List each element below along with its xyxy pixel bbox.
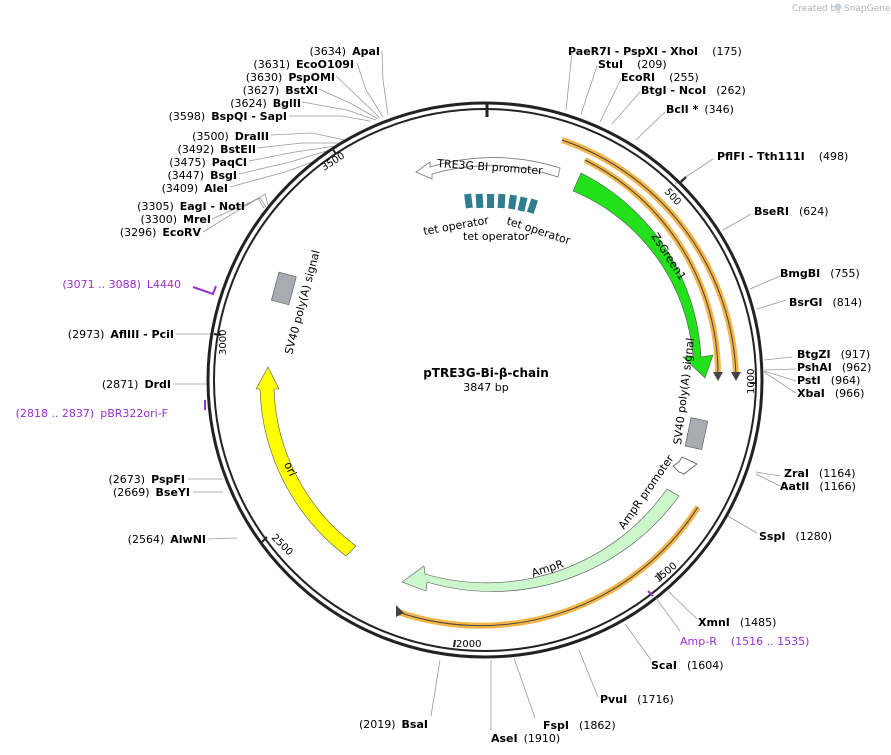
site-label: (3409)AleI xyxy=(162,182,228,195)
site-label: PshAI(962) xyxy=(797,361,871,374)
site-label: FspI(1862) xyxy=(543,719,616,732)
site-label: (2973)AflIII - PciI xyxy=(68,328,174,341)
tet-operators xyxy=(464,193,538,214)
site-label: (3500)DraIII xyxy=(192,130,269,143)
site-label: (3624)BglII xyxy=(230,97,301,110)
site-label: BtgZI(917) xyxy=(797,348,870,361)
site-label: (3475)PaqCI xyxy=(169,156,247,169)
backbone-outer xyxy=(206,101,764,659)
primer-marks xyxy=(192,285,654,597)
site-label: BsrGI(814) xyxy=(789,296,862,309)
site-label: XmnI(1485) xyxy=(698,616,776,629)
tick-label: 2500 xyxy=(269,532,295,558)
tre-promoter-arrow xyxy=(415,157,561,180)
site-label: XbaI(966) xyxy=(797,387,864,400)
site-label: ScaI(1604) xyxy=(651,659,724,672)
site-label: SspI(1280) xyxy=(759,530,832,543)
primer-labels: (3071 .. 3088)L4440 (2818 .. 2837)pBR322… xyxy=(16,278,810,648)
site-labels-right: AseI(1910) FspI(1862) PvuI(1716) ScaI(16… xyxy=(491,45,871,745)
tet-operator-label-3: tet operator xyxy=(463,230,530,243)
ampr-arrow xyxy=(401,488,680,592)
site-label: BseRI(624) xyxy=(754,205,829,218)
site-labels-left: (3634)ApaI (3631)EcoO109I (3630)PspOMI (… xyxy=(68,45,428,731)
primer-label: (3071 .. 3088)L4440 xyxy=(62,278,181,291)
site-label: AseI(1910) xyxy=(491,732,560,745)
site-label: (3598)BspQI - SapI xyxy=(169,110,287,123)
site-label: AatII(1166) xyxy=(780,480,856,493)
site-label: BclI *(346) xyxy=(666,103,734,116)
polya-right-box xyxy=(684,417,709,450)
site-label: PvuI(1716) xyxy=(600,693,674,706)
site-label: (2673)PspFI xyxy=(109,473,185,486)
site-label: StuI(209) xyxy=(598,58,667,71)
orf-arrows xyxy=(396,137,741,629)
plasmid-name: pTRE3G-Bi-β-chain xyxy=(423,366,549,380)
snapgene-logo-icon xyxy=(834,3,842,11)
orf-arrow-outer xyxy=(561,137,739,377)
primer-label: (2818 .. 2837)pBR322ori-F xyxy=(16,407,168,420)
site-label: (3631)EcoO109I xyxy=(253,58,354,71)
ori-arrow xyxy=(255,366,357,557)
site-label: EcoRI(255) xyxy=(621,71,699,84)
tick-marks xyxy=(213,147,757,648)
site-label: (3296)EcoRV xyxy=(120,226,202,239)
backbone-inner xyxy=(213,108,757,652)
primer-label: Amp-R(1516 .. 1535) xyxy=(680,635,809,648)
site-label: (3305)EagI - NotI xyxy=(137,200,245,213)
credit-brand: SnapGene xyxy=(844,4,891,14)
credit-prefix: Created by xyxy=(792,4,842,14)
tick-label: 1000 xyxy=(746,369,757,394)
site-label: ZraI(1164) xyxy=(784,467,856,480)
site-leaders xyxy=(173,50,797,730)
site-label: PaeR7I - PspXI - XhoI(175) xyxy=(568,45,742,58)
zsgreen-arrow xyxy=(572,172,714,379)
site-label: (3447)BsgI xyxy=(168,169,237,182)
site-label: (3492)BstEII xyxy=(178,143,256,156)
tick-label: 3000 xyxy=(218,330,229,355)
ori-label: ori xyxy=(281,460,299,478)
site-label: BtgI - NcoI(262) xyxy=(641,84,746,97)
site-label: PflFI - Tth111I(498) xyxy=(717,150,848,163)
ampr-primer-mark xyxy=(647,590,654,597)
plasmid-size: 3847 bp xyxy=(463,381,508,394)
site-label: (3627)BstXI xyxy=(243,84,318,97)
polya-left-box xyxy=(271,271,297,306)
site-label: (2019)BsaI xyxy=(359,718,428,731)
site-label: (3630)PspOMI xyxy=(246,71,335,84)
site-label: (2669)BseYI xyxy=(113,486,190,499)
site-label: (2871)DrdI xyxy=(102,378,171,391)
l4440-primer-mark xyxy=(192,285,217,296)
site-label: (2564)AlwNI xyxy=(128,533,206,546)
site-label: (3634)ApaI xyxy=(310,45,380,58)
site-label: BmgBI(755) xyxy=(780,267,860,280)
tick-label: 2000 xyxy=(456,639,481,650)
ampr-promoter-arrow xyxy=(672,456,698,475)
site-label: (3300)MreI xyxy=(140,213,211,226)
site-label: PstI(964) xyxy=(797,374,860,387)
snapgene-credit: Created by SnapGene xyxy=(792,3,891,14)
